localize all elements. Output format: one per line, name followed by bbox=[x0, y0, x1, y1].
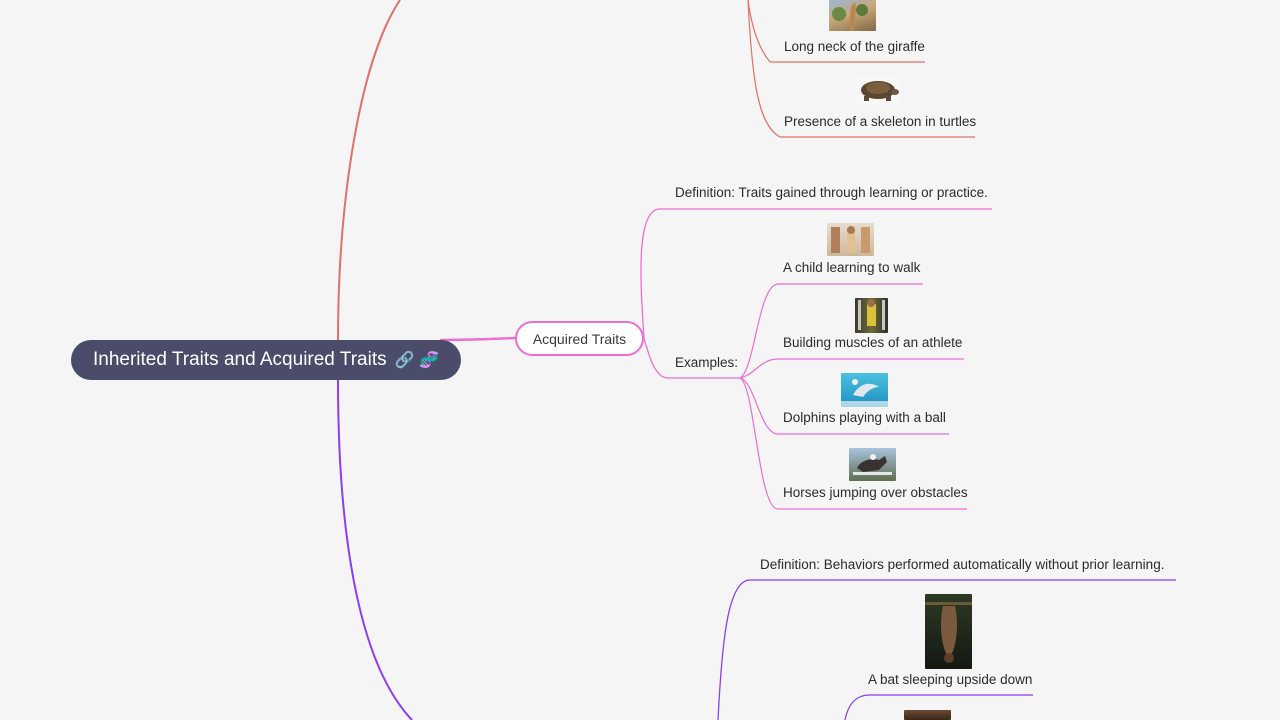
acquired-example-athlete[interactable]: Building muscles of an athlete bbox=[783, 335, 963, 350]
inherited-example-turtle[interactable]: Presence of a skeleton in turtles bbox=[784, 114, 977, 129]
next-example-image bbox=[904, 710, 951, 720]
connector-root-instinctive bbox=[337, 379, 413, 720]
bat-image bbox=[925, 594, 972, 669]
connector-instinctive-definition bbox=[717, 579, 1176, 720]
connector-root-acquired bbox=[439, 336, 516, 342]
connector-dolphin bbox=[739, 377, 949, 435]
connector-bat bbox=[844, 694, 1033, 720]
acquired-example-horse[interactable]: Horses jumping over obstacles bbox=[783, 485, 968, 500]
root-title: Inherited Traits and Acquired Traits bbox=[93, 349, 387, 370]
connector-child bbox=[739, 283, 923, 379]
connector-inherited-examples bbox=[747, 0, 771, 63]
acquired-traits-label: Acquired Traits bbox=[532, 330, 627, 347]
acquired-example-child[interactable]: A child learning to walk bbox=[783, 260, 921, 275]
connector-turtle bbox=[747, 0, 975, 138]
dolphin-image bbox=[841, 373, 888, 407]
acquired-examples-label[interactable]: Examples: bbox=[675, 355, 739, 370]
link-dna-icon: 🔗 🧬 bbox=[394, 352, 439, 369]
instinctive-definition[interactable]: Definition: Behaviors performed automati… bbox=[760, 557, 1165, 572]
root-node[interactable]: Inherited Traits and Acquired Traits 🔗 🧬 bbox=[71, 340, 461, 380]
child-image bbox=[827, 223, 874, 256]
connector-athlete bbox=[739, 358, 964, 379]
giraffe-image bbox=[829, 0, 876, 31]
connector-root-inherited bbox=[337, 0, 401, 341]
inherited-example-giraffe[interactable]: Long neck of the giraffe bbox=[784, 39, 925, 54]
acquired-traits-node[interactable]: Acquired Traits bbox=[515, 321, 644, 356]
acquired-example-dolphin[interactable]: Dolphins playing with a ball bbox=[783, 410, 946, 425]
connector-acquired-examples bbox=[643, 337, 740, 379]
athlete-image bbox=[855, 298, 888, 333]
horse-image bbox=[849, 448, 896, 481]
turtle-image bbox=[854, 76, 901, 104]
instinctive-example-bat[interactable]: A bat sleeping upside down bbox=[868, 672, 1033, 687]
acquired-definition[interactable]: Definition: Traits gained through learni… bbox=[675, 185, 988, 200]
connector-horse bbox=[739, 377, 967, 510]
connector-acquired-definition bbox=[640, 208, 992, 339]
